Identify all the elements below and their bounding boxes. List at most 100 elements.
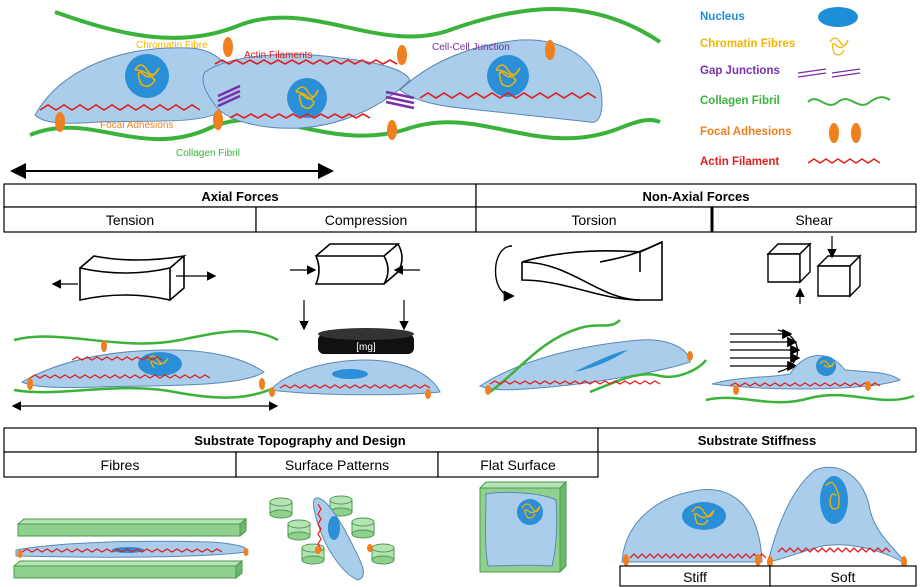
shear-focal-2: [865, 381, 871, 391]
fibres-label: Fibres: [101, 457, 140, 473]
stiffness-heading: Substrate Stiffness: [698, 433, 816, 448]
collagen-fibril-top: [54, 7, 662, 44]
label-chromatin-fibre: Chromatin Fibre: [136, 40, 208, 51]
collagen-fibril-bottom: [29, 117, 661, 142]
tension-chromatin: [147, 355, 169, 369]
label-cell-cell-junction: Cell-Cell Junction: [432, 42, 510, 53]
patterns-actin: [317, 503, 322, 555]
soft-label: Soft: [831, 569, 856, 585]
tension-actin-top: [71, 356, 163, 361]
legend-actin-label: Actin Filament: [700, 156, 779, 168]
surface-patterns-label: Surface Patterns: [285, 457, 389, 473]
forces-table: Axial Forces Non-Axial Forces Tension Co…: [3, 183, 917, 233]
label-focal-adhesions: Focal Adhesions: [100, 120, 173, 131]
shear-label: Shear: [795, 212, 833, 228]
torsion-block: [521, 240, 663, 301]
shear-collagen: [705, 393, 915, 404]
shear-illustration: [705, 236, 915, 404]
patterns-focal-2: [367, 544, 373, 552]
focal-adhesion-4: [55, 112, 65, 132]
gap-junction-icon: [797, 68, 861, 78]
tension-focal-3: [259, 378, 265, 390]
focal-adhesion-6: [387, 120, 397, 140]
compression-nucleus: [332, 369, 368, 379]
pillar-1: [269, 497, 293, 519]
stiff-chromatin: [691, 506, 715, 526]
fibre-bar-bottom: [12, 559, 244, 580]
soft-nucleus: [820, 476, 848, 524]
fibres-focal-1: [17, 550, 23, 558]
actin-filament-2: [214, 59, 398, 65]
focal-adhesion-icon: [829, 123, 839, 143]
non-axial-forces-heading: Non-Axial Forces: [643, 189, 750, 204]
pillar-6: [371, 543, 395, 565]
pillar-3: [287, 519, 311, 541]
torsion-focal-1: [485, 385, 491, 395]
chromatin-right: [495, 64, 521, 87]
tension-focal-2: [101, 340, 107, 352]
torsion-rotation-arrow: [494, 245, 515, 302]
legend-focal-label: Focal Adhesions: [700, 126, 792, 138]
torsion-illustration: [478, 240, 707, 395]
patterns-nucleus: [328, 516, 340, 540]
label-collagen-fibril: Collagen Fibril: [176, 148, 240, 159]
gap-junction-1: [217, 84, 241, 108]
surface-patterns-illustration: [269, 495, 395, 581]
stiff-focal-1: [623, 554, 629, 566]
pillar-4: [351, 517, 375, 539]
stiffness-illustration: Stiff Soft: [619, 466, 917, 587]
compression-illustration: [mg]: [268, 243, 441, 399]
topography-heading: Substrate Topography and Design: [194, 433, 405, 448]
patterns-cell: [313, 497, 364, 581]
flat-surface-label: Flat Surface: [480, 457, 556, 473]
tension-actin-bottom: [29, 374, 211, 379]
pillar-5: [301, 543, 325, 565]
torsion-cell: [478, 339, 691, 391]
chromatin-middle: [295, 86, 319, 109]
substrate-table: Substrate Topography and Design Substrat…: [3, 427, 917, 478]
fibre-bar-top: [16, 517, 248, 538]
tension-block: [79, 254, 187, 301]
nucleus-icon: [818, 7, 858, 27]
compression-label: Compression: [325, 212, 407, 228]
soft-focal-1: [767, 556, 773, 568]
focal-adhesion-2: [397, 45, 407, 65]
patterns-focal-1: [315, 546, 321, 554]
torsion-nucleus: [574, 350, 628, 372]
compression-block: [314, 243, 403, 285]
shear-chromatin: [819, 360, 835, 368]
fibres-focal-2: [243, 548, 249, 556]
compression-actin: [279, 384, 431, 389]
actin-filament-4: [419, 92, 597, 99]
legend-collagen-label: Collagen Fibril: [700, 95, 780, 107]
legend-gap-label: Gap Junctions: [700, 65, 780, 77]
shear-flow-profile: [777, 329, 799, 373]
shear-flow-arrows: [730, 328, 801, 373]
stiff-actin: [629, 553, 767, 559]
tension-collagen-bottom: [13, 384, 279, 399]
weight-label: [mg]: [356, 342, 376, 353]
focal-adhesion-1: [223, 37, 233, 57]
torsion-focal-2: [687, 351, 693, 361]
tension-collagen-top: [13, 329, 279, 345]
tension-focal-1: [27, 378, 33, 390]
focal-adhesion-icon-2: [851, 123, 861, 143]
top-panel: Chromatin Fibre Actin Filaments Cell-Cel…: [10, 7, 662, 179]
focal-adhesion-5: [213, 110, 223, 130]
compression-focal-1: [269, 387, 275, 397]
chromatin-icon: [829, 37, 849, 56]
stiff-label: Stiff: [683, 569, 707, 585]
tension-illustration: [11, 254, 279, 411]
actin-filament-3: [229, 113, 371, 119]
torsion-label: Torsion: [571, 212, 616, 228]
soft-focal-2: [901, 556, 907, 568]
torsion-collagen-1: [489, 319, 621, 394]
flat-surface-illustration: [478, 480, 568, 574]
legend-chromatin-label: Chromatin Fibres: [700, 38, 795, 50]
soft-chromatin: [825, 481, 840, 510]
torsion-actin: [489, 380, 661, 385]
shear-actin: [729, 382, 881, 387]
axial-forces-heading: Axial Forces: [201, 189, 278, 204]
actin-filament-1: [39, 104, 201, 111]
